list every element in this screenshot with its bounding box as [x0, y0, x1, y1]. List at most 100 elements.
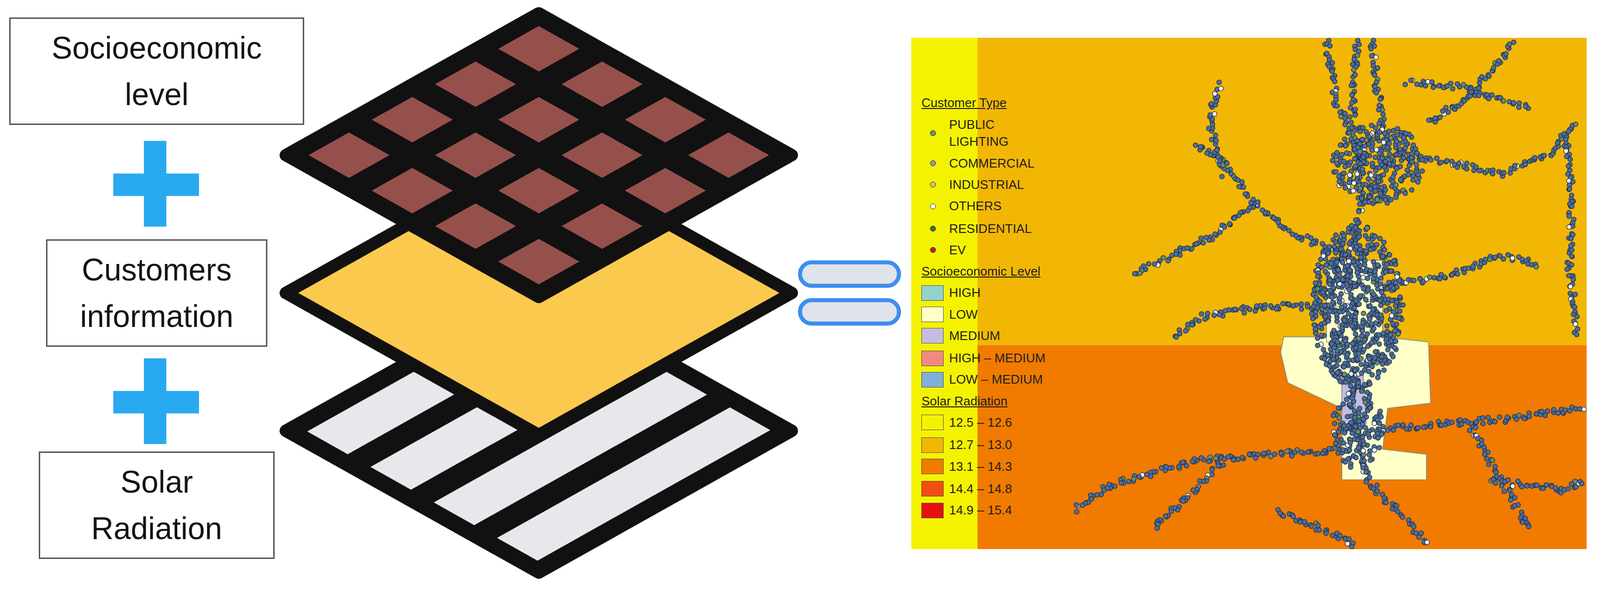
customer-dot	[1489, 92, 1495, 98]
customer-dot	[1242, 191, 1248, 197]
customer-dot	[1532, 155, 1538, 161]
customer-dot	[1353, 345, 1359, 351]
customer-dot	[1327, 281, 1333, 287]
customer-dot	[1377, 96, 1383, 102]
customer-dot	[1415, 425, 1421, 431]
customer-dot	[1202, 316, 1208, 322]
customer-dot	[1516, 105, 1522, 110]
customer-dot	[1144, 472, 1150, 478]
customer-dot	[1347, 241, 1352, 247]
customer-dot	[1154, 526, 1160, 531]
radiation-zone	[977, 37, 1587, 345]
customer-dot	[1268, 303, 1274, 309]
customer-dot	[1464, 166, 1470, 172]
customer-dot	[1132, 271, 1138, 277]
customer-dot	[1361, 310, 1367, 316]
customer-dot	[1335, 267, 1341, 273]
customer-dot	[1385, 427, 1391, 433]
customer-dot	[1391, 427, 1397, 433]
customer-dot	[1414, 81, 1420, 87]
customer-dot	[1378, 312, 1384, 318]
customer-dot	[1485, 415, 1491, 420]
customer-dot	[1213, 455, 1219, 461]
customer-dot	[1436, 83, 1442, 89]
customer-dot	[1346, 357, 1352, 363]
customer-dot	[1562, 407, 1568, 413]
customer-dot	[1253, 455, 1259, 461]
equals-sign	[800, 262, 900, 324]
customer-dot	[1370, 307, 1376, 312]
customer-dot	[1315, 450, 1321, 456]
customer-dot	[1444, 158, 1450, 164]
customer-dot	[1347, 114, 1353, 120]
customer-dot	[1241, 184, 1246, 190]
customer-dot	[1522, 162, 1528, 168]
customer-dot	[1375, 65, 1381, 71]
customer-dot	[1345, 352, 1351, 358]
customer-dot	[1328, 261, 1334, 266]
grid-cell	[434, 203, 516, 249]
customer-dot	[1396, 315, 1402, 321]
customer-dot	[1073, 502, 1079, 508]
customer-dot	[1376, 107, 1382, 113]
customer-dot	[1329, 295, 1335, 300]
customer-dot	[1190, 459, 1196, 465]
customer-dot	[1486, 73, 1492, 79]
customer-dot	[1357, 293, 1363, 299]
customer-dot	[1551, 407, 1557, 413]
customer-dot	[1310, 316, 1316, 322]
customer-dot	[1511, 39, 1517, 45]
customer-dot	[1184, 245, 1190, 251]
customer-dot	[1427, 274, 1432, 280]
customer-dot	[1545, 408, 1551, 414]
customer-dot	[1381, 367, 1387, 373]
customer-dot	[1261, 450, 1267, 456]
customer-dot	[1355, 53, 1361, 59]
customer-dot	[1366, 356, 1372, 362]
customer-dot	[1286, 301, 1292, 307]
customer-dot	[1126, 479, 1132, 484]
customer-dot	[1347, 130, 1352, 136]
customer-dot	[1486, 462, 1492, 467]
grid-cell	[434, 132, 516, 178]
customer-dot	[1351, 67, 1357, 73]
customer-dot	[1352, 107, 1358, 112]
customer-dot	[1473, 425, 1478, 431]
customer-dot	[1207, 454, 1213, 460]
customer-dot	[1567, 186, 1572, 192]
customer-dot	[1482, 451, 1488, 457]
customer-dot	[1362, 262, 1367, 268]
customer-dot	[1298, 301, 1304, 307]
customer-dot	[1352, 112, 1358, 118]
customer-dot	[1360, 320, 1366, 326]
customer-dot	[1526, 414, 1532, 420]
customer-dot	[1193, 142, 1198, 148]
customer-dot	[1389, 313, 1395, 319]
radiation-zone	[977, 344, 1587, 549]
customer-dot	[1524, 483, 1530, 489]
customer-dot	[1231, 457, 1237, 463]
customer-dot	[1380, 361, 1385, 367]
customer-dot	[1526, 524, 1532, 529]
customer-dot	[1356, 48, 1362, 54]
customer-dot	[1335, 348, 1340, 354]
customer-dot	[1215, 154, 1221, 160]
customer-dot	[1392, 345, 1398, 351]
customer-dot	[1371, 292, 1377, 297]
customer-dot	[1476, 93, 1482, 98]
customer-dot	[1326, 446, 1332, 451]
customer-dot	[1280, 513, 1286, 519]
customer-dot	[1397, 294, 1403, 300]
customer-dot	[1430, 84, 1436, 90]
customer-dot	[1411, 524, 1417, 529]
customer-dot	[1388, 338, 1394, 344]
customer-dot	[1080, 502, 1086, 508]
customer-dot	[1540, 486, 1546, 492]
customer-dot	[1198, 235, 1204, 241]
customer-dot	[1408, 77, 1414, 83]
customer-dot	[1136, 474, 1142, 480]
customer-dot	[1280, 301, 1286, 307]
customer-dot	[1319, 332, 1324, 338]
customer-dot	[1455, 271, 1461, 277]
customer-dot	[1382, 131, 1388, 137]
